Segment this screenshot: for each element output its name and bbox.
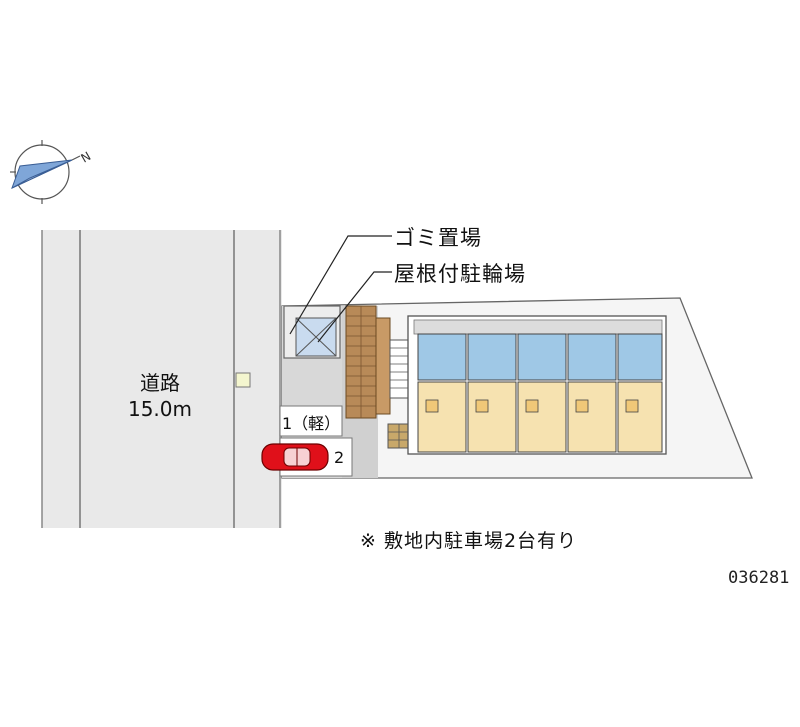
apartment-building [407,315,667,455]
road-width: 15.0m [127,397,192,421]
road-name: 道路 [140,371,180,395]
garbage-storage [283,305,341,359]
road [41,230,282,528]
compass-icon [10,140,81,204]
car-icon [261,443,329,471]
bicycle-parking [345,305,391,419]
unit [567,333,617,453]
bicycle-callout-label: 屋根付駐輪場 [394,262,526,286]
unit [467,333,517,453]
bicycle-leader-line [317,271,392,343]
unit [617,333,663,453]
unit [417,333,467,453]
garbage-callout-label: ゴミ置場 [394,226,482,250]
garbage-leader-line [289,235,392,335]
compass-north-label: N [79,149,94,166]
parking-slot-2-label: 2 [334,448,345,467]
parking-slot-1-label: 1（軽） [282,414,341,433]
unit [517,333,567,453]
parking-note: ※ 敷地内駐車場2台有り [360,530,578,552]
property-code: 036281 [728,568,790,588]
